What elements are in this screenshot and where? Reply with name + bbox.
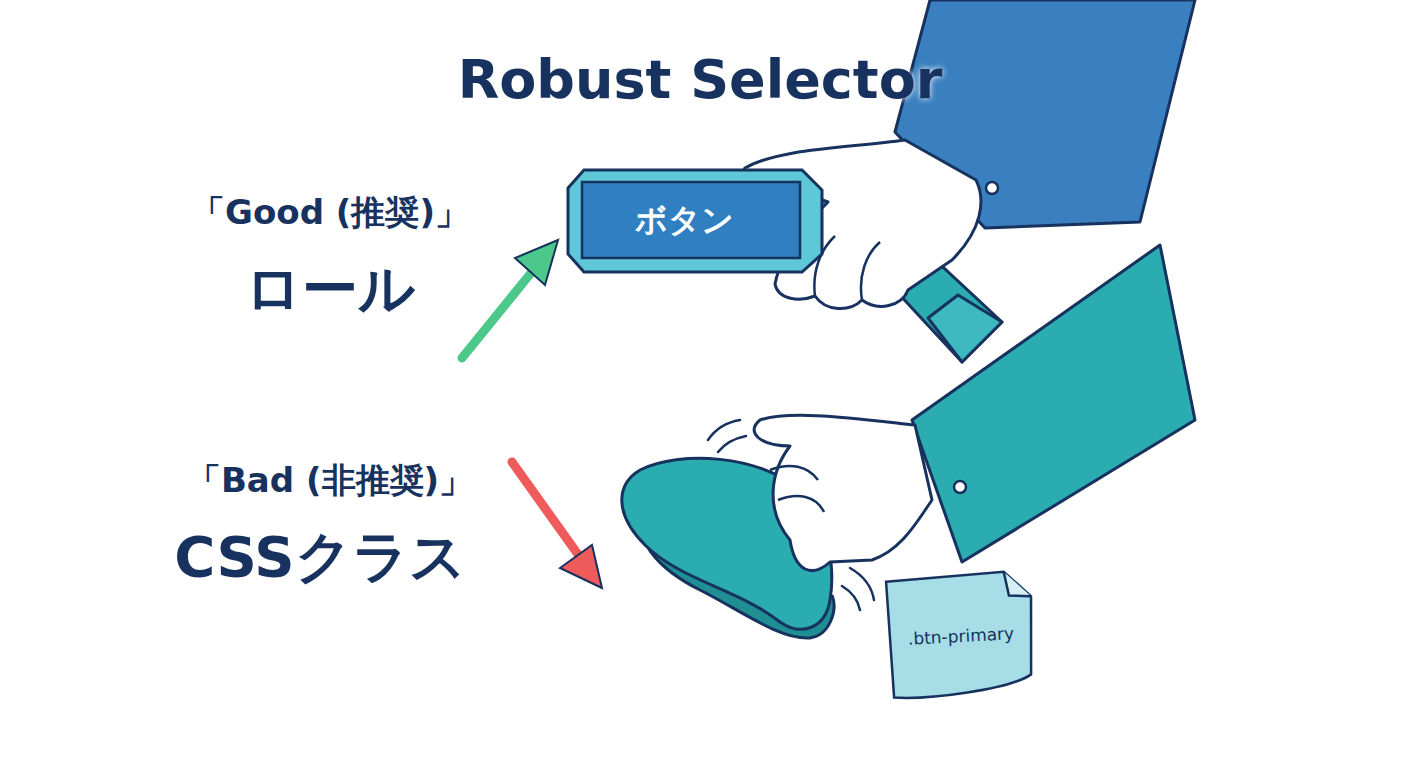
button-face bbox=[582, 182, 800, 258]
cuff-button bbox=[986, 182, 998, 194]
good-arrow bbox=[462, 240, 558, 358]
text-label: 「Good (推奨)」 bbox=[140, 190, 520, 236]
finger-lines bbox=[814, 236, 880, 300]
paper-fold bbox=[1004, 570, 1031, 597]
motion-lines bbox=[708, 420, 874, 610]
text-label: 「Bad (非推奨)」 bbox=[130, 458, 530, 504]
cuff-button bbox=[954, 481, 966, 493]
button-bevel bbox=[568, 170, 822, 272]
finger-lines bbox=[770, 466, 824, 512]
text-label: CSSクラス bbox=[90, 520, 550, 596]
lower-sleeve bbox=[912, 245, 1195, 562]
button-box: ボタン bbox=[566, 168, 824, 274]
diagram-title: Robust Selector bbox=[380, 48, 1020, 111]
paper-sheet bbox=[886, 570, 1036, 699]
paper-note: .btn-primary bbox=[882, 568, 1040, 704]
text-label: ロール bbox=[140, 252, 520, 328]
handle-cap bbox=[928, 295, 1002, 362]
node-text: ボタン bbox=[635, 199, 734, 243]
bad-arrow bbox=[512, 462, 602, 588]
lower-hand bbox=[754, 415, 932, 570]
